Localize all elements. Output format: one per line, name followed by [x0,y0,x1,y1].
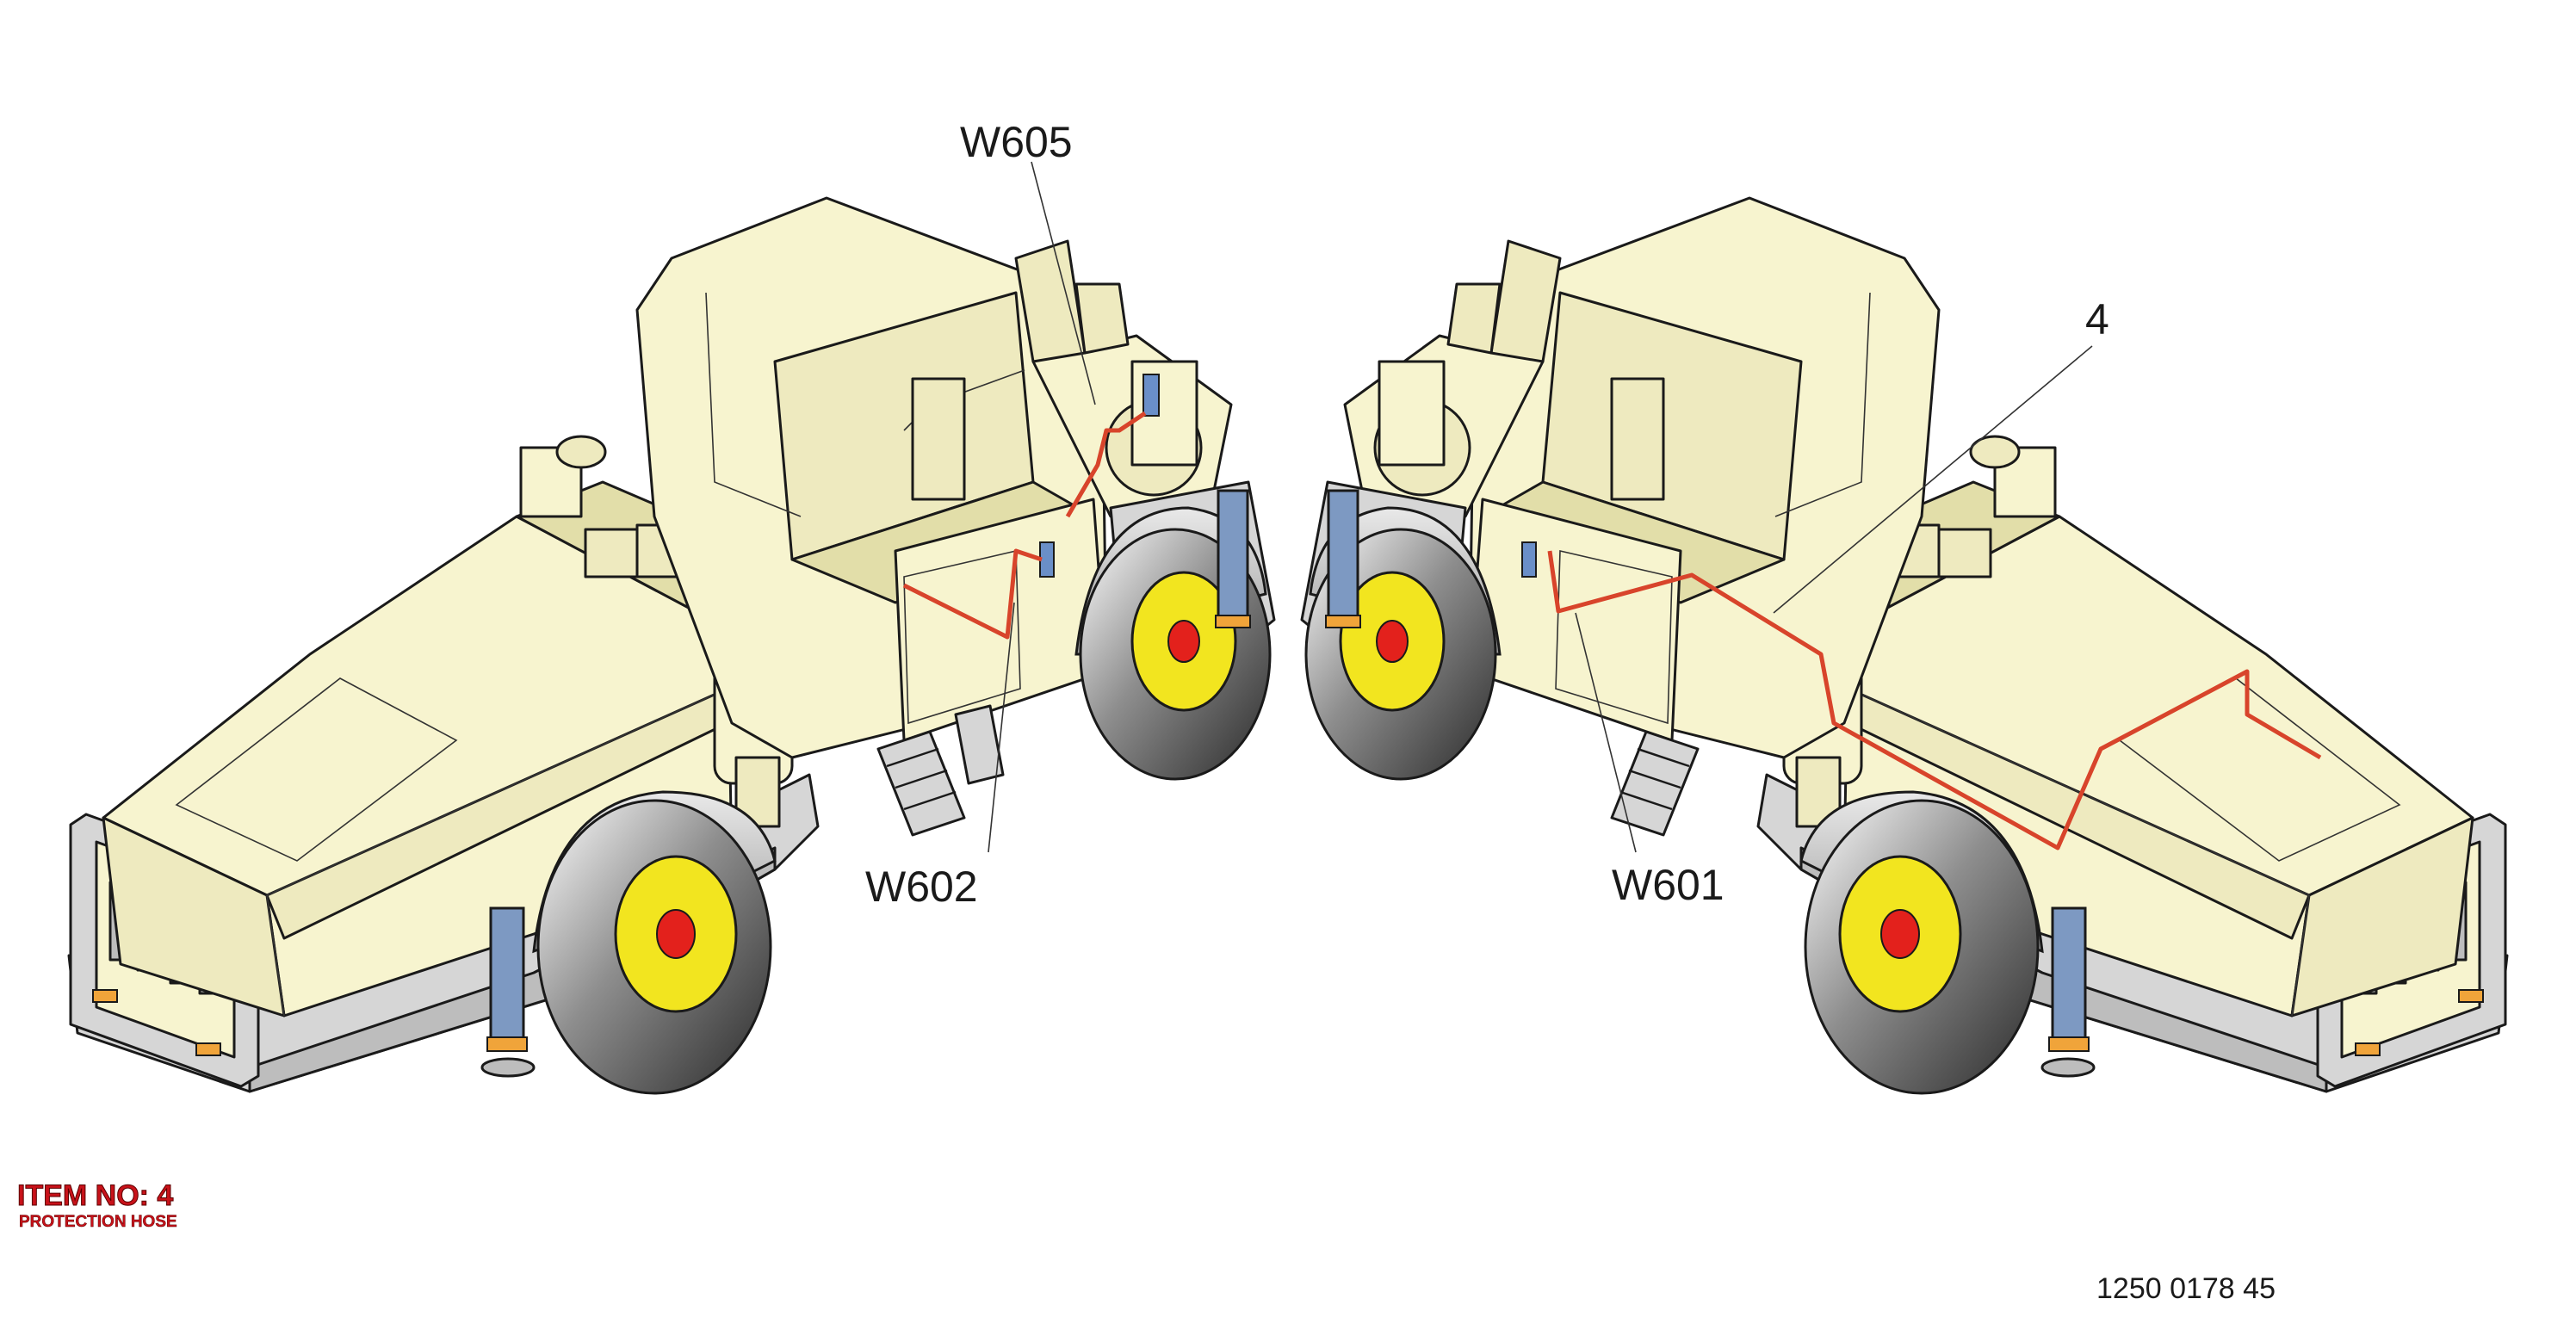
document-number: 1250 0178 45 [2096,1272,2276,1305]
callout-w605: W605 [960,118,1073,166]
callout-w602: W602 [865,863,978,911]
left-protection-hose [902,411,1147,640]
item-description-label: PROTECTION HOSE [19,1213,177,1231]
leader-lines [988,161,2093,853]
left-jack-front [480,906,536,1078]
callout-item-4: 4 [2085,295,2109,343]
item-number-label: ITEM NO: 4 [17,1179,173,1212]
right-machine [1300,196,2509,1095]
left-jack-rear [1215,489,1251,628]
callout-w601: W601 [1612,861,1725,909]
left-machine [67,196,1276,1095]
left-front-wheel [532,790,777,1095]
left-ladder [876,704,1005,837]
left-connector-w602 [1039,541,1055,578]
right-protection-hose [1547,550,2322,850]
